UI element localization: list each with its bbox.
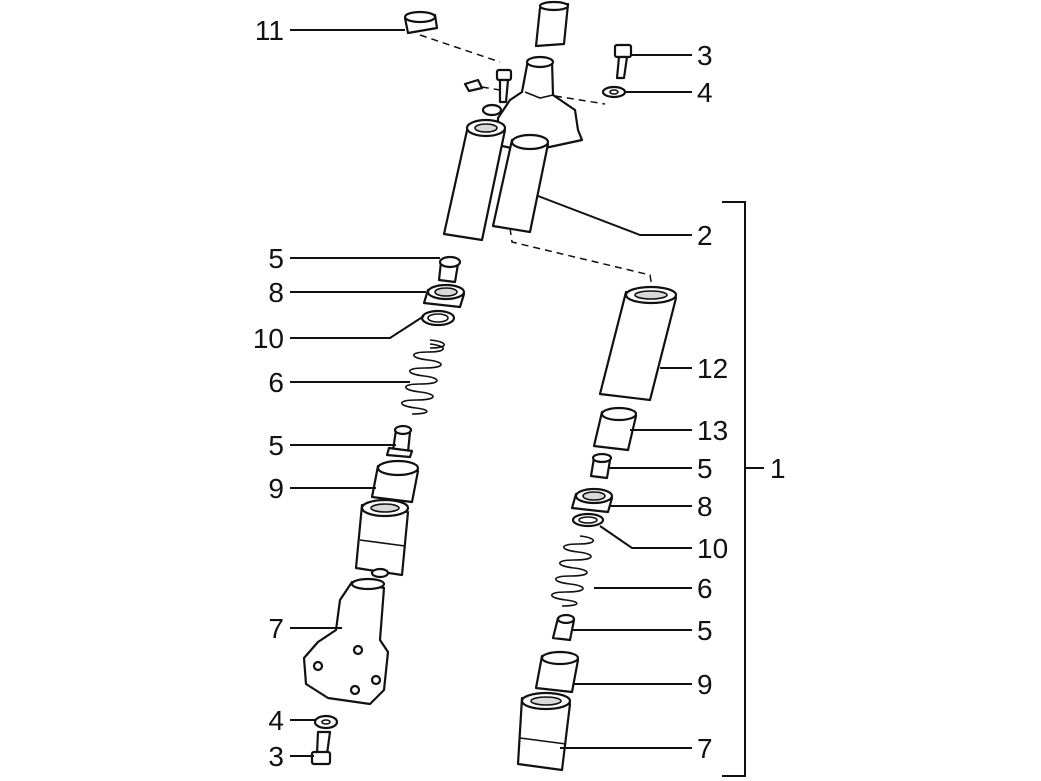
callout-labels: 11 3 4 2 12 13 5 8 10 6 5 9 7 1 5 8 10 6… <box>253 15 786 772</box>
right-bush-9 <box>534 650 580 694</box>
small-bolt-center <box>481 68 513 117</box>
callout-9-right: 9 <box>697 669 713 700</box>
left-seal-8 <box>422 283 466 309</box>
callout-5-right-2: 5 <box>697 615 713 646</box>
callout-8-left: 8 <box>268 277 284 308</box>
left-washer-4 <box>313 714 339 730</box>
callout-9-left: 9 <box>268 473 284 504</box>
right-spring-6 <box>550 535 595 607</box>
left-bolt-3 <box>310 730 332 766</box>
leader-lines <box>290 29 764 777</box>
callout-4-top: 4 <box>697 77 713 108</box>
bolt-3-top <box>613 43 633 80</box>
right-lower-leg-7 <box>516 691 572 772</box>
callout-5-left-2: 5 <box>268 430 284 461</box>
callout-7-left: 7 <box>268 613 284 644</box>
left-bush-5b <box>385 424 414 459</box>
left-ring-10 <box>420 309 456 327</box>
callout-2: 2 <box>697 220 713 251</box>
left-bush-9 <box>370 459 420 504</box>
callout-6-left: 6 <box>268 367 284 398</box>
left-upper-tube <box>442 118 507 242</box>
left-slider <box>354 498 410 579</box>
right-bush-5a <box>589 452 613 480</box>
small-plate <box>463 78 484 93</box>
right-seal-8 <box>570 487 614 514</box>
left-spring-6 <box>400 339 446 415</box>
callout-3-top: 3 <box>697 40 713 71</box>
callout-3-left: 3 <box>268 741 284 772</box>
cap-11 <box>403 10 439 35</box>
callout-5-left-1: 5 <box>268 243 284 274</box>
left-lower-leg-7 <box>302 577 390 706</box>
washer-4-top <box>601 85 627 99</box>
steering-tube <box>534 0 570 48</box>
right-upper-tube <box>491 133 550 234</box>
right-bush-5b <box>551 613 576 642</box>
callout-11: 11 <box>255 15 284 46</box>
callout-5-right-1: 5 <box>697 453 713 484</box>
callout-6-right: 6 <box>697 573 713 604</box>
callout-10-right: 10 <box>697 533 728 564</box>
callout-8-right: 8 <box>697 491 713 522</box>
callout-12: 12 <box>697 353 728 384</box>
callout-1: 1 <box>770 453 786 484</box>
callout-10-left: 10 <box>253 323 284 354</box>
right-tube-12 <box>598 285 678 402</box>
left-bush-5a <box>437 255 462 284</box>
callout-7-right: 7 <box>697 733 713 764</box>
right-ring-10 <box>571 512 605 528</box>
callout-4-left: 4 <box>268 705 284 736</box>
callout-13: 13 <box>697 415 728 446</box>
right-bush-13 <box>592 406 638 452</box>
